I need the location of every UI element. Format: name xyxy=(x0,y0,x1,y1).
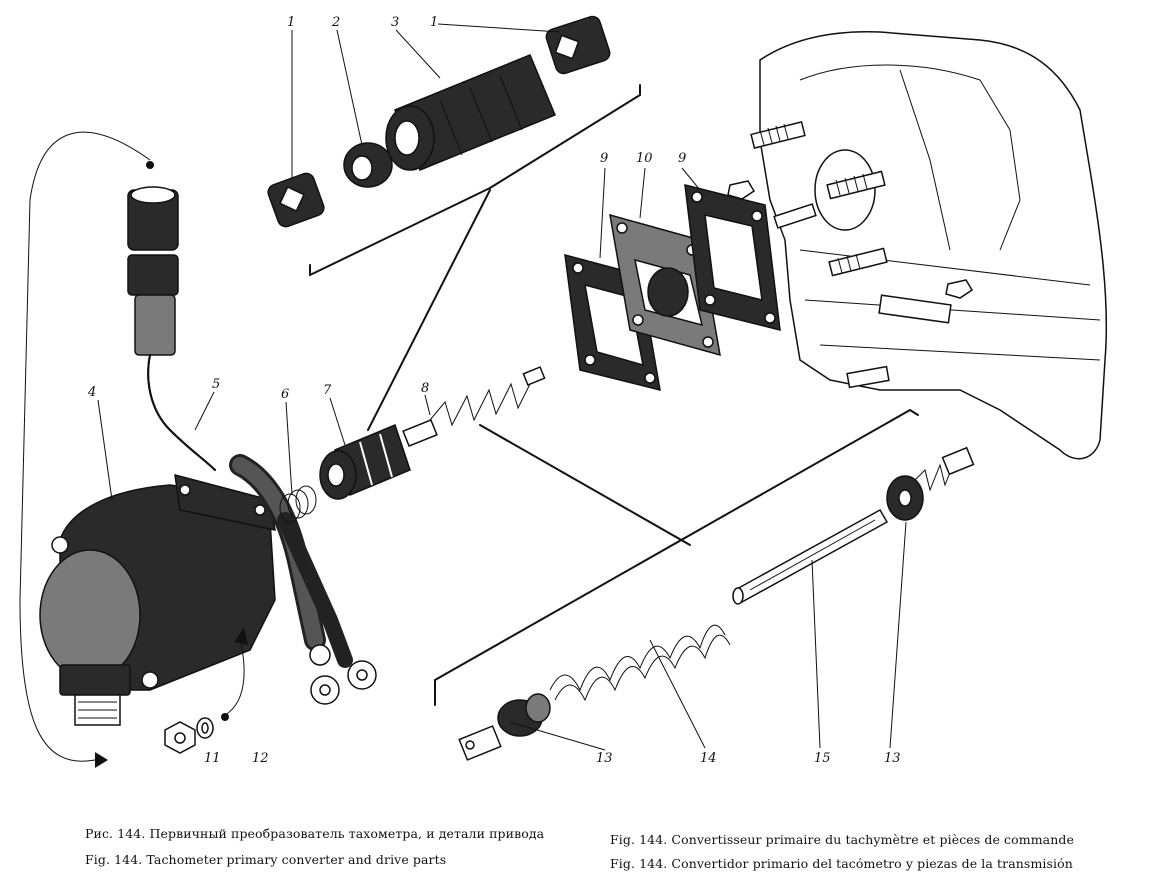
callout-1-left: 1 xyxy=(287,15,295,30)
callout-8: 8 xyxy=(421,381,429,396)
drawing-canvas: 1 2 3 1 4 5 6 7 8 9 10 9 11 12 13 14 15 … xyxy=(19,15,1108,768)
spring-6 xyxy=(279,485,317,523)
nut-11 xyxy=(164,721,196,754)
callout-6: 6 xyxy=(281,387,289,402)
drive-shaft-15 xyxy=(732,508,889,605)
cable-5 xyxy=(147,354,216,471)
callout-12: 12 xyxy=(252,751,269,766)
gasket-9-right xyxy=(684,184,781,331)
inset-frame-top xyxy=(309,84,641,431)
caption-russian: Рис. 144. Первичный преобразователь тахо… xyxy=(85,826,545,841)
callout-14: 14 xyxy=(700,751,717,766)
caption-spanish: Fig. 144. Convertidor primario del tacóm… xyxy=(610,856,1073,871)
gearbox-housing xyxy=(759,30,1108,460)
callout-9-left: 9 xyxy=(600,151,608,166)
caption-french: Fig. 144. Convertisseur primaire du tach… xyxy=(610,832,1074,847)
spring-14 xyxy=(549,624,731,702)
coupling-nut-1-left xyxy=(267,172,325,228)
worm-gear-13-right xyxy=(886,446,975,521)
callout-1-right: 1 xyxy=(430,15,438,30)
leader-lines xyxy=(97,23,907,751)
worm-shaft-8 xyxy=(402,366,546,448)
callout-13-right: 13 xyxy=(884,751,901,766)
sleeve-3 xyxy=(385,54,556,171)
exploded-parts-drawing: 1 2 3 1 4 5 6 7 8 9 10 9 11 12 13 14 15 … xyxy=(19,15,1108,768)
shaft-end-13-left xyxy=(458,693,551,761)
callout-3: 3 xyxy=(391,15,399,30)
caption-english: Fig. 144. Tachometer primary converter a… xyxy=(85,852,447,867)
coupling-nut-1-right xyxy=(545,15,611,75)
callout-11: 11 xyxy=(204,751,221,766)
routing-arrow-stud xyxy=(221,628,248,721)
callout-15: 15 xyxy=(814,751,831,766)
washer-12 xyxy=(196,717,214,739)
callout-4: 4 xyxy=(87,385,96,400)
bushing-2 xyxy=(343,142,393,188)
electrical-connector xyxy=(127,186,179,356)
callout-10: 10 xyxy=(636,151,653,166)
callout-9-right: 9 xyxy=(678,151,686,166)
callout-7: 7 xyxy=(323,383,332,398)
sleeve-7 xyxy=(319,423,411,500)
callout-labels: 1 2 3 1 4 5 6 7 8 9 10 9 11 12 13 14 15 … xyxy=(87,15,901,766)
callout-5: 5 xyxy=(212,377,220,392)
callout-13-left: 13 xyxy=(596,751,613,766)
inset-frame-bottom xyxy=(434,409,919,706)
routing-arrow-connector xyxy=(19,131,154,768)
housing-studs xyxy=(727,121,974,389)
callout-2: 2 xyxy=(331,15,340,30)
tachometer-converter-4 xyxy=(39,473,276,726)
